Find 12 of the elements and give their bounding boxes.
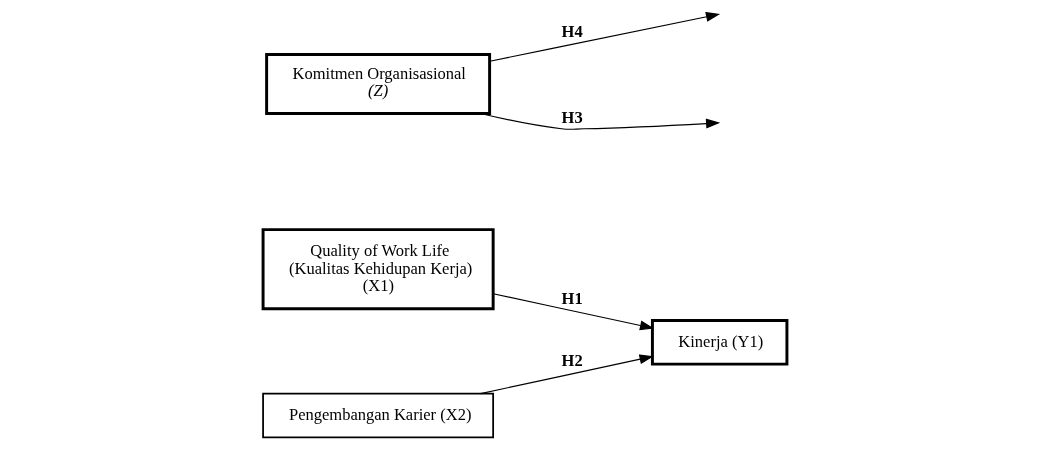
edge-label: H1 — [561, 288, 583, 308]
arrow — [489, 11, 721, 62]
arrow — [492, 292, 655, 330]
node-box: Kinerja (Y1) — [650, 318, 789, 366]
arrow — [480, 353, 654, 394]
node-box: Quality of Work Life (Kualitas Kehidupan Kerja) (X1) — [261, 227, 495, 310]
edge-label: H4 — [561, 21, 583, 41]
arrow — [480, 112, 721, 130]
edge-label: H2 — [561, 350, 583, 370]
edge-label: H3 — [561, 107, 583, 127]
node-box: Komitmen Organisasional (Z) — [265, 52, 492, 115]
node-box: Pengembangan Karier (X2) — [262, 392, 495, 438]
